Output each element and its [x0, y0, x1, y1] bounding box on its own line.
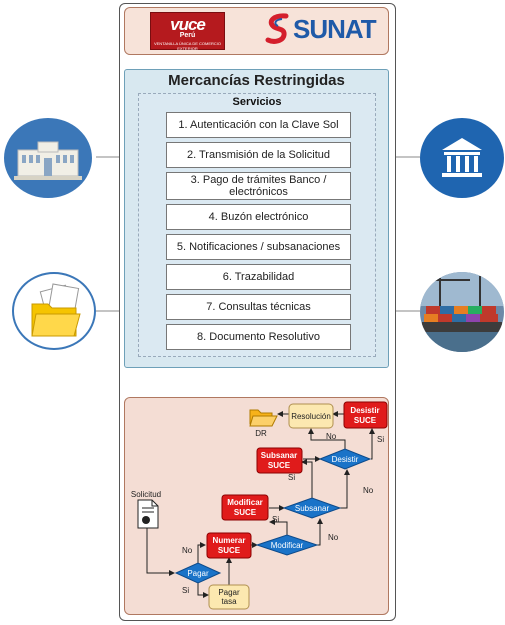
- label-numerar-suce-1: Numerar: [213, 536, 246, 545]
- label-desistir-suce-1: Desistir: [350, 406, 379, 415]
- folder-documents-icon: [12, 272, 96, 350]
- bank-icon: [420, 118, 504, 198]
- label-resolucion: Resolución: [291, 412, 331, 421]
- sunat-logo-text: SUNAT: [293, 14, 377, 44]
- edge-label-si: Si: [182, 586, 189, 595]
- edge-label-si: Si: [377, 435, 384, 444]
- edge-label-no: No: [328, 533, 339, 542]
- label-dr: DR: [255, 429, 267, 438]
- label-subsanar: Subsanar: [295, 504, 330, 513]
- label-desistir: Desistir: [332, 455, 359, 464]
- edge-label-si: Si: [272, 515, 279, 524]
- action-desistir-suce: [343, 401, 388, 429]
- vuce-logo-text: vuce: [170, 15, 206, 34]
- government-building-icon: [4, 118, 92, 198]
- service-item: 1. Autenticación con la Clave Sol: [166, 112, 351, 138]
- dr-folder-icon: [249, 409, 278, 427]
- sunat-mark-icon: [265, 13, 289, 44]
- label-pagar-tasa-2: tasa: [221, 597, 237, 606]
- solicitud-document-icon: [137, 499, 159, 529]
- edge-label-no: No: [326, 432, 337, 441]
- vuce-logo: vuce Perú VENTANILLA ÚNICA DE COMERCIO E…: [150, 12, 225, 51]
- service-item: 4. Buzón electrónico: [166, 204, 351, 230]
- action-modificar-suce: [221, 494, 269, 521]
- decision-modificar: [255, 534, 319, 556]
- service-item: 3. Pago de trámites Banco / electrónicos: [166, 172, 351, 200]
- action-subsanar-suce: [256, 447, 303, 474]
- edge-label-si: Si: [288, 473, 295, 482]
- label-subsanar-suce-2: SUCE: [268, 461, 291, 470]
- label-pagar-tasa-1: Pagar: [218, 588, 240, 597]
- service-item: 6. Trazabilidad: [166, 264, 351, 290]
- service-item: 8. Documento Resolutivo: [166, 324, 351, 350]
- label-pagar: Pagar: [187, 569, 209, 578]
- action-numerar-suce: [206, 532, 252, 559]
- label-solicitud: Solicitud: [131, 490, 161, 499]
- service-item: 2. Transmisión de la Solicitud: [166, 142, 351, 168]
- decision-subsanar: [282, 497, 342, 519]
- service-item: 7. Consultas técnicas: [166, 294, 351, 320]
- edge-label-no: No: [363, 486, 374, 495]
- action-pagar-tasa: [208, 584, 250, 610]
- services-title: Servicios: [232, 96, 282, 108]
- action-resolucion: [288, 403, 334, 429]
- edge-label-no: No: [182, 546, 193, 555]
- decision-pagar: [174, 562, 222, 584]
- label-modificar-suce-1: Modificar: [227, 498, 263, 507]
- label-subsanar-suce-1: Subsanar: [261, 451, 297, 460]
- decision-desistir: [318, 448, 372, 470]
- page-title: Mercancías Restringidas: [168, 72, 345, 89]
- label-desistir-suce-2: SUCE: [354, 416, 377, 425]
- vuce-logo-country: Perú: [179, 32, 196, 39]
- label-numerar-suce-2: SUCE: [218, 546, 241, 555]
- container-port-icon: [420, 272, 504, 352]
- label-modificar-suce-2: SUCE: [234, 508, 257, 517]
- label-modificar: Modificar: [271, 541, 304, 550]
- vuce-logo-tagline: VENTANILLA ÚNICA DE COMERCIO EXTERIOR: [153, 41, 222, 51]
- service-item: 5. Notificaciones / subsanaciones: [166, 234, 351, 260]
